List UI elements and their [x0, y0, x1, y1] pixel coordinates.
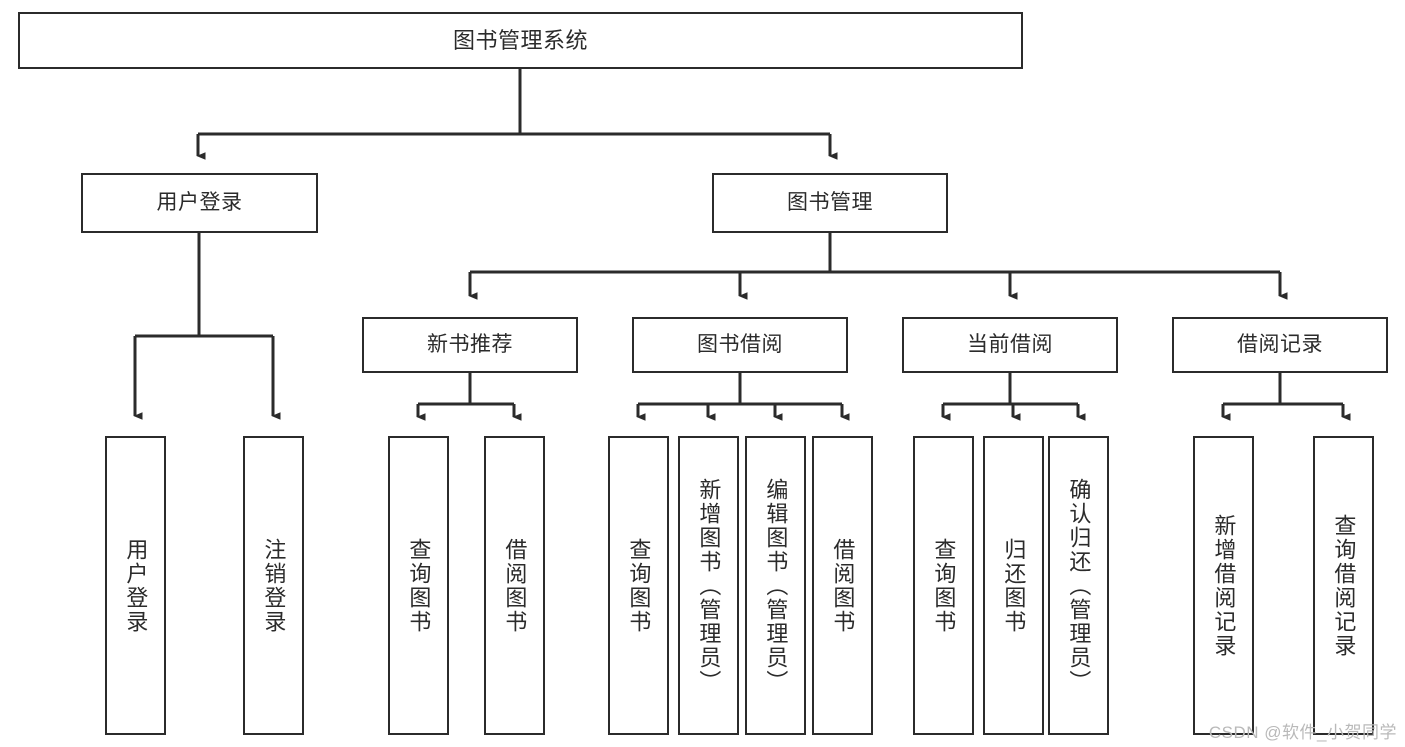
leaf-query-book-current[interactable]: 查询图书 [913, 436, 974, 735]
node-label: 借阅图书 [830, 537, 856, 634]
leaf-borrow-book[interactable]: 借阅图书 [812, 436, 873, 735]
node-label: 确认归还（管理员） [1066, 477, 1092, 694]
leaf-query-book-recommend[interactable]: 查询图书 [388, 436, 449, 735]
node-label: 当前借阅 [967, 332, 1053, 356]
csdn-watermark: CSDN @软件_小贺同学 [1208, 723, 1397, 742]
node-label: 新增图书（管理员） [696, 477, 722, 694]
node-label: 编辑图书（管理员） [763, 477, 789, 694]
node-borrow-record[interactable]: 借阅记录 [1172, 317, 1388, 373]
node-book-manage[interactable]: 图书管理 [712, 173, 948, 233]
leaf-add-borrow-record[interactable]: 新增借阅记录 [1193, 436, 1254, 735]
leaf-logout-login[interactable]: 注销登录 [243, 436, 304, 735]
node-label: 借阅记录 [1237, 332, 1323, 356]
node-label: 归还图书 [1001, 537, 1027, 634]
node-book-borrow[interactable]: 图书借阅 [632, 317, 848, 373]
node-new-book-recommend[interactable]: 新书推荐 [362, 317, 578, 373]
leaf-edit-book[interactable]: 编辑图书（管理员） [745, 436, 806, 735]
node-label: 注销登录 [261, 537, 287, 634]
leaf-query-book-borrow[interactable]: 查询图书 [608, 436, 669, 735]
node-root-system[interactable]: 图书管理系统 [18, 12, 1023, 69]
node-label: 图书管理系统 [452, 27, 588, 53]
node-label: 查询借阅记录 [1331, 513, 1357, 658]
node-label: 图书借阅 [697, 332, 783, 356]
leaf-query-borrow-record[interactable]: 查询借阅记录 [1313, 436, 1374, 735]
node-label: 查询图书 [626, 537, 652, 634]
leaf-return-book[interactable]: 归还图书 [983, 436, 1044, 735]
leaf-borrow-book-recommend[interactable]: 借阅图书 [484, 436, 545, 735]
leaf-add-book[interactable]: 新增图书（管理员） [678, 436, 739, 735]
node-label: 图书管理 [787, 190, 873, 214]
node-label: 用户登录 [156, 190, 243, 214]
node-label: 新增借阅记录 [1211, 513, 1237, 658]
node-label: 新书推荐 [427, 332, 513, 356]
leaf-user-login[interactable]: 用户登录 [105, 436, 166, 735]
node-current-borrow[interactable]: 当前借阅 [902, 317, 1118, 373]
node-label: 用户登录 [123, 537, 149, 634]
leaf-confirm-return[interactable]: 确认归还（管理员） [1048, 436, 1109, 735]
node-user-login[interactable]: 用户登录 [81, 173, 318, 233]
node-label: 查询图书 [406, 537, 432, 634]
node-label: 借阅图书 [502, 537, 528, 634]
node-label: 查询图书 [931, 537, 957, 634]
